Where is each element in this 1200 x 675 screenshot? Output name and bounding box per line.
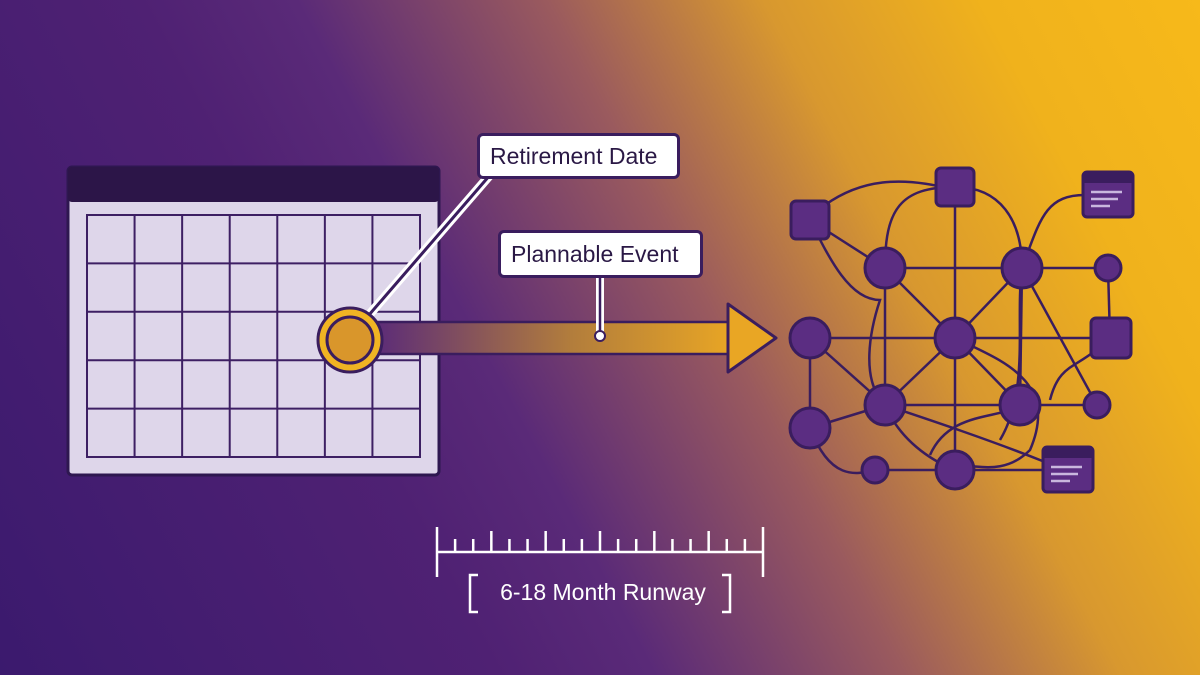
node-circle [788, 316, 832, 360]
timeline-ruler-icon [435, 527, 765, 614]
marker-core [325, 315, 375, 365]
plannable-event-label: Plannable Event [511, 241, 679, 267]
node-circle [1093, 253, 1123, 283]
node-circle [863, 246, 907, 290]
node-circle [933, 316, 977, 360]
edge [954, 336, 1040, 469]
document-icon [1041, 445, 1095, 494]
calendar-header-bar [68, 167, 439, 202]
node-circle [998, 383, 1042, 427]
node-circle [860, 455, 890, 485]
runway-bracket-left [468, 573, 478, 614]
arrow-right-icon [370, 302, 778, 374]
node-square [1089, 316, 1133, 360]
edge [1020, 267, 1099, 406]
edge [808, 219, 886, 406]
node-square [789, 199, 831, 241]
date-marker-icon [316, 306, 384, 374]
retirement-date-callout: Retirement Date [477, 133, 680, 179]
ruler-ticks [453, 531, 747, 552]
document-icon [1081, 170, 1135, 219]
arrow-shaft [370, 320, 736, 356]
node-circle [934, 449, 976, 491]
runway-bracket-right [722, 573, 732, 614]
node-square [934, 166, 976, 208]
network-nodes [788, 166, 1133, 491]
node-circle [863, 383, 907, 427]
node-circle [1000, 246, 1044, 290]
plannable-event-callout: Plannable Event [498, 230, 703, 278]
runway-label: 6-18 Month Runway [500, 579, 706, 605]
retirement-leader-line [360, 173, 492, 325]
node-circle [788, 406, 832, 450]
arrow-head [726, 302, 778, 374]
retirement-date-label: Retirement Date [490, 143, 658, 169]
node-circle [1082, 390, 1112, 420]
plannable-leader-dot [594, 330, 606, 342]
